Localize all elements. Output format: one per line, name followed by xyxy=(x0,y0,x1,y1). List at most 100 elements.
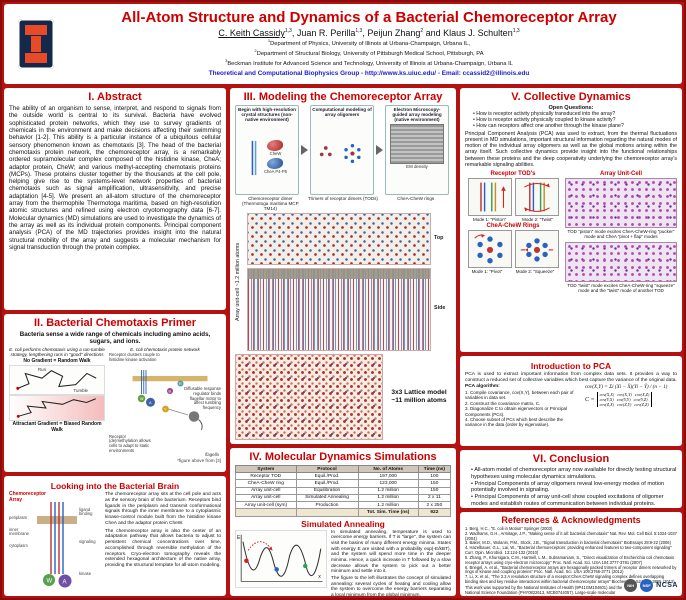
chew-letter: W xyxy=(140,397,144,401)
block-i-icon xyxy=(18,19,54,69)
ring-mode2-art xyxy=(514,230,559,269)
dimer-caption: Chemoreceptor dimer (Thermotoga maritima… xyxy=(242,196,299,212)
ncsa-logo: NCSA xyxy=(656,582,678,589)
cytoplasm-label: cytoplasm xyxy=(9,543,28,548)
modeling-heading: III. Modeling the Chemoreceptor Array xyxy=(243,91,443,103)
signaling-label: signaling xyxy=(79,539,96,544)
pca-step: 3. Diagonalize C to obtain eigenvectors … xyxy=(465,406,568,417)
network-figure: Receptor clusters couple to histidine ki… xyxy=(109,352,221,458)
oligomer-art xyxy=(319,144,361,164)
annotation-methylation: Receptor (de)methylation allows cells to… xyxy=(109,433,151,453)
open-question: How is receptor activity physically coup… xyxy=(473,117,677,123)
ring-modes-label: CheA-CheW Rings xyxy=(486,223,540,230)
unitcell-caption: Array unit-cell ~1.2 million atoms xyxy=(235,243,241,322)
array-top-view-art xyxy=(247,213,431,266)
covariance-formula: cov(X,Y) = Σi (Xi − X̄)(Yi − Ȳ) / (n − … xyxy=(585,384,668,391)
section-chemotaxis-primer: II. Bacterial Chemotaxis Primer Bacteria… xyxy=(4,314,226,472)
lattice-caption: 3x3 Lattice model ~11 million atoms xyxy=(391,388,447,405)
unitcell-caption-2: TOD "twist" mode excites CheA-CheW-ring … xyxy=(567,282,675,293)
annealing-body: In simulated annealing, temperature is u… xyxy=(331,529,451,596)
em-guided-box: Electron Microscopy-guided array modelin… xyxy=(385,105,449,195)
primer-intro: Bacteria sense a wide range of chemicals… xyxy=(19,331,211,345)
reference: 1. Berg, H.C., "E. coli in Motion" Sprin… xyxy=(465,526,553,531)
author-1-sup: 1,3 xyxy=(284,28,292,34)
oligomer-modeling-box: Computational modeling of array oligomer… xyxy=(310,105,374,195)
tod-caption: Trimers of receptor dimers (TODs) xyxy=(308,196,378,201)
open-question: How can receptors affect one another thr… xyxy=(473,123,677,129)
md-heading: IV. Molecular Dynamics Simulations xyxy=(249,451,437,463)
flagella-label: flagella xyxy=(205,452,219,458)
section-abstract: I. Abstract The ability of an organism t… xyxy=(4,88,226,310)
pca-heading: Introduction to PCA xyxy=(530,361,612,371)
nsf-logo: NSF xyxy=(640,579,654,592)
section-references: References & Acknowledgments 1. Berg, H.… xyxy=(460,512,682,596)
annealing-heading: Simulated Annealing xyxy=(301,518,385,529)
random-walk-figure: Run Tumble xyxy=(9,365,105,396)
random-walk-path xyxy=(16,370,97,390)
pca-step: 1. Compile covariance, cov(X,Y), between… xyxy=(465,390,574,401)
annotation-receptor-clusters: Receptor clusters couple to histidine ki… xyxy=(109,352,160,362)
unitcell-figure: Array unit-cell ~1.2 million atoms Top S… xyxy=(235,213,451,352)
ring-mode1-art xyxy=(467,230,512,269)
reference: 5. Zhang, P., Khursigara, C.M., Hartnell… xyxy=(465,554,675,565)
em-density-label: EM density xyxy=(406,164,428,170)
no-gradient-label: No Gradient = Random Walk xyxy=(23,357,91,364)
flow-arrow-icon xyxy=(301,145,308,155)
receptor-molecule-art: W A xyxy=(37,502,77,588)
kinase-label: kinase xyxy=(79,571,92,576)
ligand-binding-label: ligand binding xyxy=(79,507,93,517)
authors-line: C. Keith Cassidy1,3, Juan R. Perilla1,3,… xyxy=(62,28,676,38)
middle-column: III. Modeling the Chemoreceptor Array Be… xyxy=(230,88,456,596)
conclusion-bullet: Principal Components of array oligomers … xyxy=(471,481,677,495)
affiliation-3: 3Beckman Institute for Advanced Science … xyxy=(225,58,513,68)
tod-mode1-label: Mode 1: "Piston" xyxy=(472,217,507,223)
author-4-sup: 1,3 xyxy=(512,28,520,34)
header-text: All-Atom Structure and Dynamics of a Bac… xyxy=(62,8,676,80)
section-conclusion: VI. Conclusion All-atom model of chemore… xyxy=(460,450,682,508)
author-2-sup: 1,3 xyxy=(355,28,363,34)
unitcell-mode2-art xyxy=(565,241,677,282)
network-cartoon: W A Y B R xyxy=(132,370,208,431)
brain-body: The chemoreceptor array sits at the cell… xyxy=(105,492,221,568)
annotation-response-regulator: Diffusable response regulator binds flag… xyxy=(184,386,221,410)
chey-letter: Y xyxy=(164,408,167,412)
chea-label: CheA P4-P5 xyxy=(263,168,288,174)
open-questions-title: Open Questions: xyxy=(548,105,594,111)
top-view-label: Top xyxy=(434,235,444,242)
affiliation-2: 2Department of Structural Biology, Unive… xyxy=(254,48,484,58)
network-caption: E. coli chemotaxis protein network xyxy=(130,347,200,352)
ring-caption: CheA-CheW rings xyxy=(397,196,435,201)
run-label: Run xyxy=(38,367,47,373)
biased-walk-path xyxy=(16,398,96,418)
energy-axis-label: E xyxy=(237,535,241,541)
group-website-link[interactable]: Theoretical and Computational Biophysics… xyxy=(208,70,530,78)
pca-body: PCA is used to extract important informa… xyxy=(465,372,677,383)
poster-body: I. Abstract The ability of an organism t… xyxy=(4,88,682,596)
poster-title: All-Atom Structure and Dynamics of a Bac… xyxy=(121,9,617,26)
author-2: , Juan R. Perilla xyxy=(291,28,356,38)
affiliation-1: 1Department of Physics, University of Il… xyxy=(267,38,471,47)
section-collective-dynamics: V. Collective Dynamics Open Questions: H… xyxy=(460,88,682,352)
tod-mode1-art xyxy=(467,178,512,217)
cher-letter: R xyxy=(179,382,182,386)
conclusion-bullet: All-atom model of chemoreceptor array no… xyxy=(471,467,677,481)
left-column: I. Abstract The ability of an organism t… xyxy=(4,88,226,596)
abstract-heading: I. Abstract xyxy=(88,91,142,103)
reference: 6. Briegel, A. et al., "Bacterial chemor… xyxy=(465,564,677,575)
nih-logo: NIH xyxy=(624,579,638,592)
chea-structure-art xyxy=(267,157,284,169)
collective-heading: V. Collective Dynamics xyxy=(511,91,631,103)
reference: 2. Wadhams, G.H., Armitage, J.P., "Makin… xyxy=(465,530,677,541)
chew-circle-letter: W xyxy=(47,579,53,585)
chea-circle-letter: A xyxy=(63,580,67,586)
unitcell-mode1-art xyxy=(565,178,677,229)
periplasm-label: periplasm xyxy=(9,515,28,520)
flow-arrow-icon xyxy=(376,145,383,155)
right-column: V. Collective Dynamics Open Questions: H… xyxy=(460,88,682,596)
tumble-label: Tumble xyxy=(73,388,88,394)
annealing-energy-figure: E x xyxy=(235,529,327,588)
